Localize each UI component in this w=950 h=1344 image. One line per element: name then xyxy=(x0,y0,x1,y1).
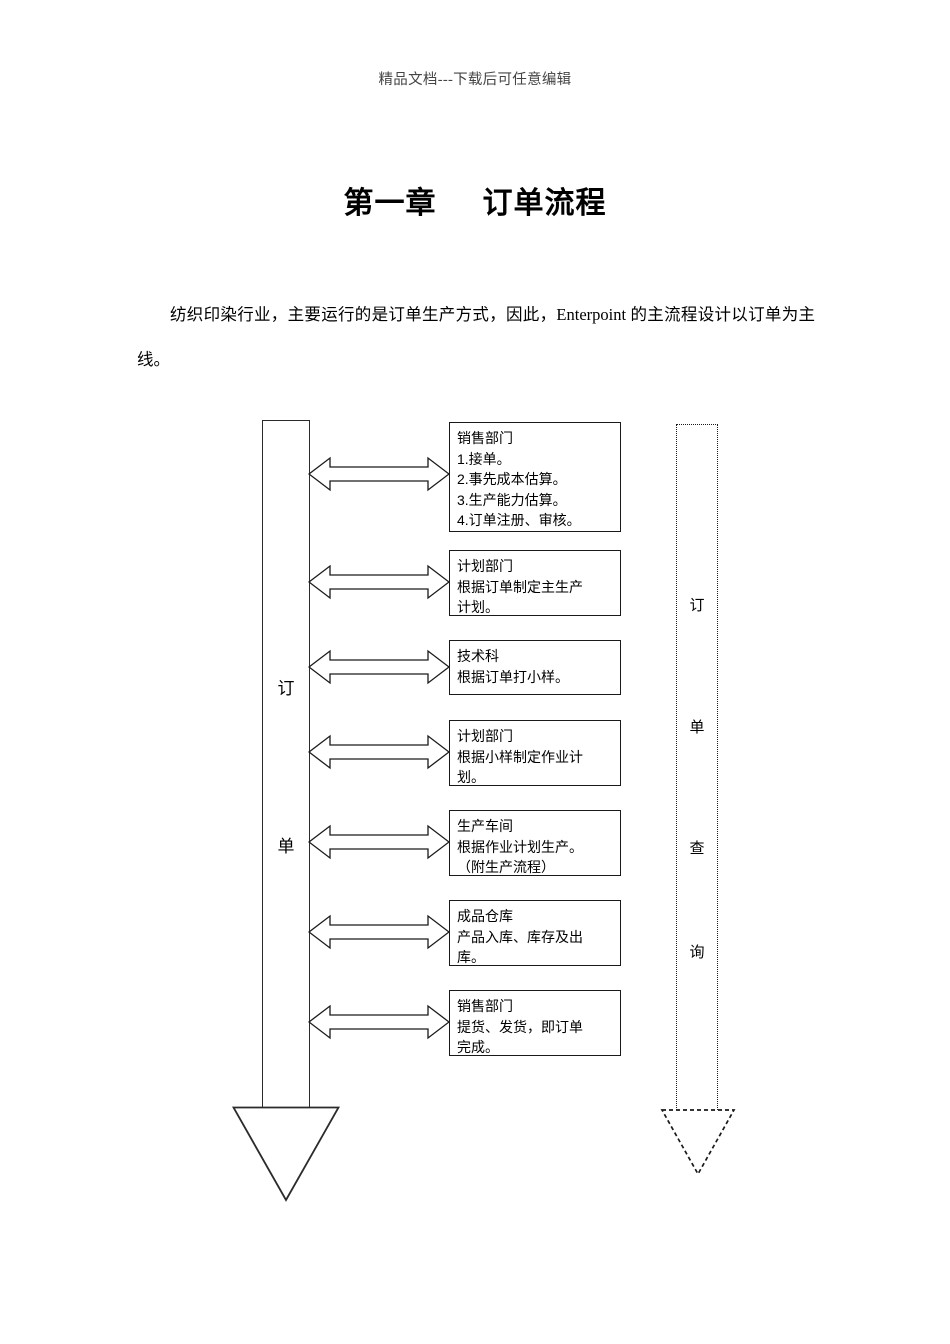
connector-arrow-5-icon xyxy=(308,824,450,860)
order-query-bar xyxy=(676,424,718,1110)
query-bar-label-2: 单 xyxy=(689,719,705,736)
process-box-6: 成品仓库 产品入库、库存及出 库。 xyxy=(449,900,621,966)
document-header-note: 精品文档---下载后可任意编辑 xyxy=(378,72,572,88)
connector-arrow-6-icon xyxy=(308,914,450,950)
connector-arrow-2-icon xyxy=(308,564,450,600)
connector-arrow-1-icon xyxy=(308,456,450,492)
process-box-7: 销售部门 提货、发货，即订单 完成。 xyxy=(449,990,621,1056)
chapter-number: 第一章 xyxy=(343,187,437,220)
main-bar-label-2: 单 xyxy=(277,837,295,856)
connector-arrow-7-icon xyxy=(308,1004,450,1040)
process-box-4: 计划部门 根据小样制定作业计 划。 xyxy=(449,720,621,786)
process-box-2: 计划部门 根据订单制定主生产 计划。 xyxy=(449,550,621,616)
page-title: 第一章 订单流程 xyxy=(0,178,950,222)
connector-arrow-3-icon xyxy=(308,649,450,685)
query-bar-label-3: 查 xyxy=(689,840,705,857)
main-bar-arrowhead-down-icon xyxy=(232,1106,340,1202)
query-bar-arrowhead-down-icon xyxy=(660,1109,736,1176)
chapter-title-text: 订单流程 xyxy=(482,187,607,220)
process-box-1: 销售部门 1.接单。 2.事先成本估算。 3.生产能力估算。 4.订单注册、审核… xyxy=(449,422,621,532)
connector-arrow-4-icon xyxy=(308,734,450,770)
query-bar-label-1: 订 xyxy=(689,597,705,614)
process-box-5: 生产车间 根据作业计划生产。 （附生产流程） xyxy=(449,810,621,876)
query-bar-label-4: 询 xyxy=(689,944,705,961)
intro-paragraph: 纺织印染行业，主要运行的是订单生产方式，因此，Enterpoint 的主流程设计… xyxy=(137,305,815,369)
main-bar-label-1: 订 xyxy=(277,679,295,698)
process-box-3: 技术科 根据订单打小样。 xyxy=(449,640,621,695)
main-order-bar xyxy=(262,420,310,1108)
